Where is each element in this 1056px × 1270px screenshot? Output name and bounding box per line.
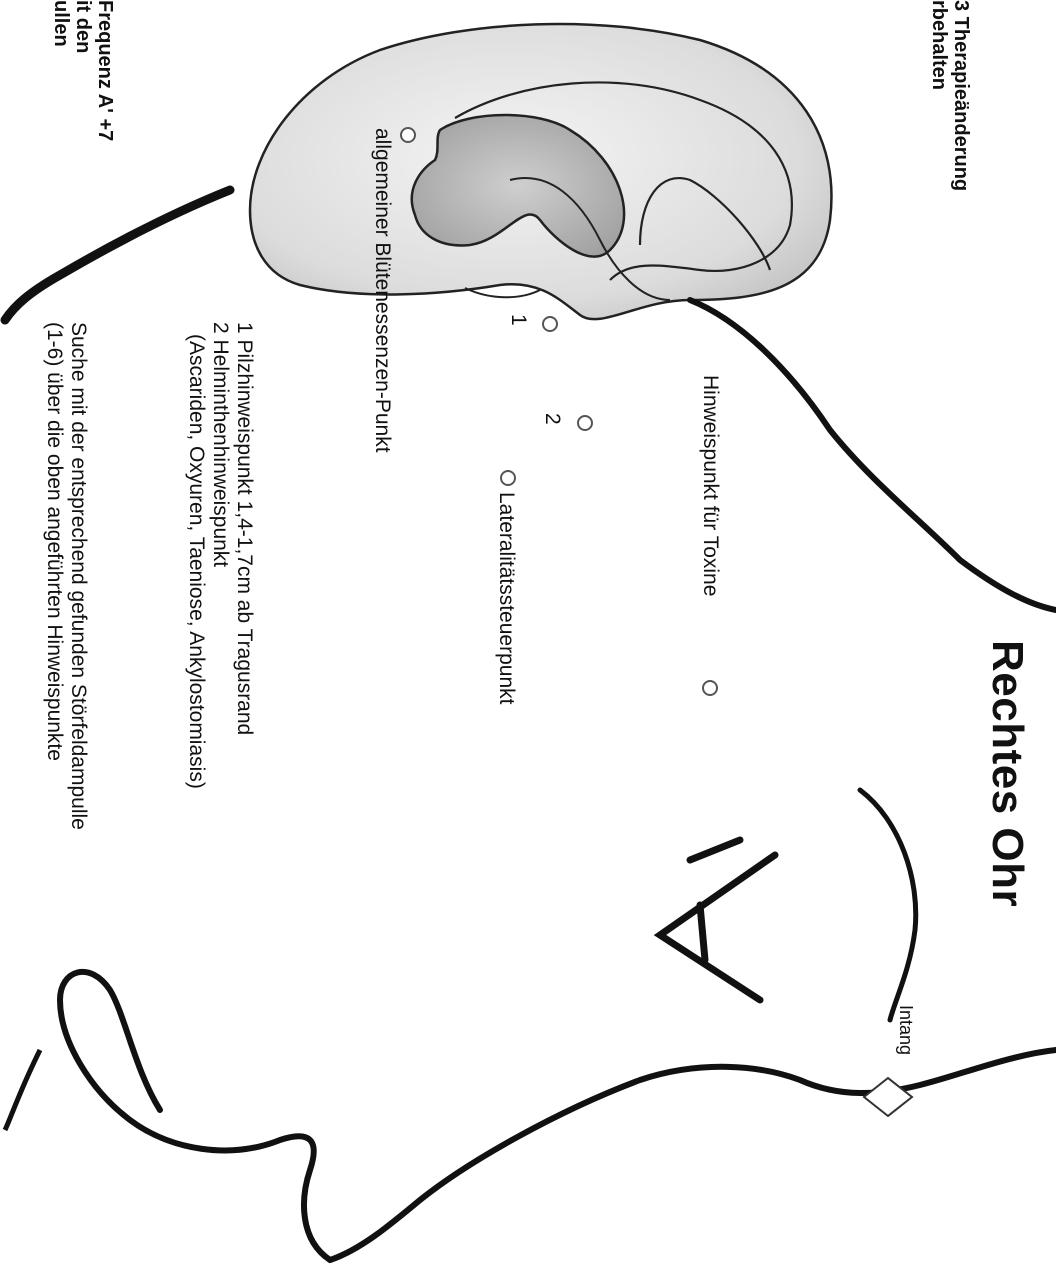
bluete-point-circle xyxy=(401,128,415,142)
intang-marker xyxy=(864,1078,912,1116)
toxine-point-circle xyxy=(703,681,717,695)
toxine-label: Hinweispunkt für Toxine xyxy=(698,375,722,596)
intang-label: Intang xyxy=(895,1005,916,1055)
a-prime-symbol xyxy=(660,840,775,1000)
point2-label: 2 xyxy=(540,413,564,425)
bluete-label: allgemeiner Blütenessenzen-Punkt xyxy=(370,128,394,453)
header-left-line2: it den xyxy=(72,0,94,141)
jaw-outline xyxy=(690,300,1056,610)
legend-item-2-detail: (Ascariden, Oxyuren, Taeniose, Ankylosto… xyxy=(184,322,208,789)
lateral-point-circle xyxy=(501,471,515,485)
instruction-line2: (1-6) über die oben angeführten Hinweisp… xyxy=(42,322,66,830)
point2-circle xyxy=(578,416,592,430)
header-left-line1: Frequenz A' +7 xyxy=(94,0,116,141)
instruction-line1: Suche mit der entsprechend gefunden Stör… xyxy=(66,322,90,830)
instruction: Suche mit der entsprechend gefunden Stör… xyxy=(42,322,90,830)
face-profile xyxy=(330,1050,1056,1260)
page-title: Rechtes Ohr xyxy=(982,640,1032,907)
legend-item-1: 1 Pilzhinweispunkt 1,4-1,7cm ab Tragusra… xyxy=(232,322,256,789)
header-right-line2: rbehalten xyxy=(928,0,950,191)
head-back-outline xyxy=(5,190,230,320)
header-left-line3: ullen xyxy=(50,0,72,141)
lateral-label: Lateralitätssteuerpunkt xyxy=(494,492,518,704)
point1-circle xyxy=(543,317,557,331)
header-right-line1: 3 Therapieänderung xyxy=(950,0,972,191)
nose-outline xyxy=(60,972,330,1260)
header-right: 3 Therapieänderung rbehalten xyxy=(928,0,972,191)
legend-item-2: 2 Helminthenhinweispunkt xyxy=(208,322,232,789)
point1-label: 1 xyxy=(506,314,530,326)
legend: 1 Pilzhinweispunkt 1,4-1,7cm ab Tragusra… xyxy=(184,322,256,789)
header-left: Frequenz A' +7 it den ullen xyxy=(50,0,116,141)
